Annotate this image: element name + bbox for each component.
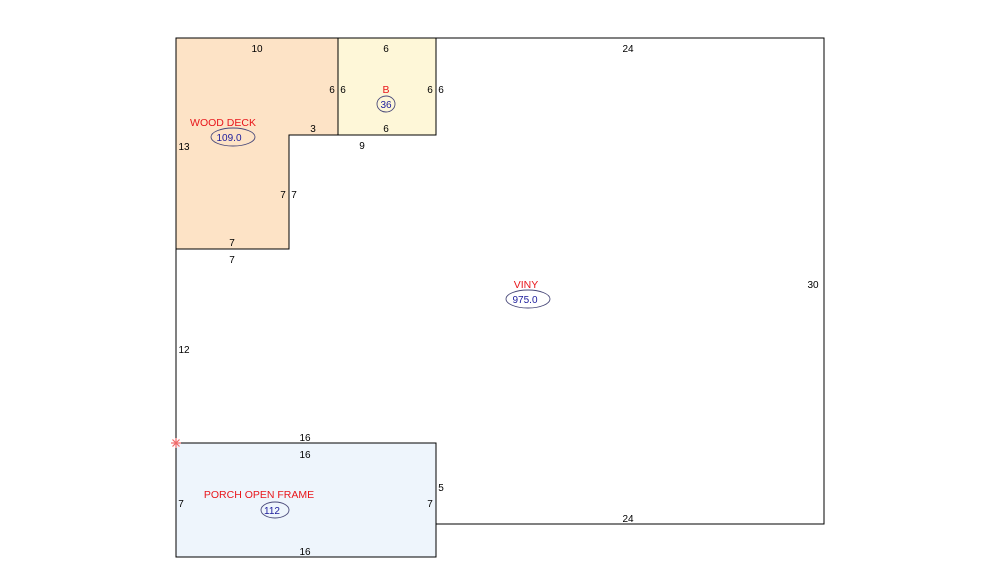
dim-porch-left: 7 bbox=[178, 499, 184, 510]
wood-deck-area-value: 109.0 bbox=[216, 133, 241, 144]
main-area-label: VINY bbox=[514, 279, 539, 291]
dim-main-bottom: 24 bbox=[622, 514, 634, 525]
dim-porch-top-outer: 16 bbox=[299, 433, 311, 444]
dim-deck-bottom-inner: 7 bbox=[229, 238, 235, 249]
dim-porch-bottom: 16 bbox=[299, 547, 311, 558]
start-point-marker bbox=[171, 438, 181, 448]
b-room-shape[interactable] bbox=[337, 37, 437, 136]
dim-deck-top: 10 bbox=[251, 44, 263, 55]
dim-deck-left: 13 bbox=[178, 142, 190, 153]
dim-deck-right-upper: 6 bbox=[329, 85, 335, 96]
dim-porch-top-inner: 16 bbox=[299, 450, 311, 461]
b-room-ring bbox=[376, 95, 396, 113]
dim-deck-step: 3 bbox=[310, 124, 316, 135]
dim-deck-bottom-outer: 7 bbox=[229, 255, 235, 266]
dim-b-left: 6 bbox=[340, 85, 346, 96]
main-area-value: 975.0 bbox=[512, 295, 537, 306]
dim-porch-right: 7 bbox=[427, 499, 433, 510]
dim-deck-right-lower-outer: 7 bbox=[291, 190, 297, 201]
b-room-label: B bbox=[382, 84, 389, 96]
dim-deck-right-lower-inner: 7 bbox=[280, 190, 286, 201]
porch-ring bbox=[260, 501, 290, 519]
main-area-ring bbox=[505, 289, 551, 309]
dim-b-right-inner: 6 bbox=[427, 85, 433, 96]
dim-main-left: 12 bbox=[178, 345, 190, 356]
b-room-area-value: 36 bbox=[380, 100, 392, 111]
dim-main-step-right: 5 bbox=[438, 483, 444, 494]
porch-label: PORCH OPEN FRAME bbox=[204, 489, 314, 501]
wood-deck-ring bbox=[210, 127, 256, 147]
porch-area-value: 112 bbox=[264, 506, 280, 517]
dim-main-top: 24 bbox=[622, 44, 634, 55]
dim-b-top: 6 bbox=[383, 44, 389, 55]
porch-shape[interactable] bbox=[175, 442, 437, 558]
dim-b-bottom: 6 bbox=[383, 124, 389, 135]
dim-main-right: 30 bbox=[807, 280, 819, 291]
dim-b-right-outer: 6 bbox=[438, 85, 444, 96]
dim-main-under-b: 9 bbox=[359, 141, 365, 152]
wood-deck-label: WOOD DECK bbox=[190, 117, 256, 129]
